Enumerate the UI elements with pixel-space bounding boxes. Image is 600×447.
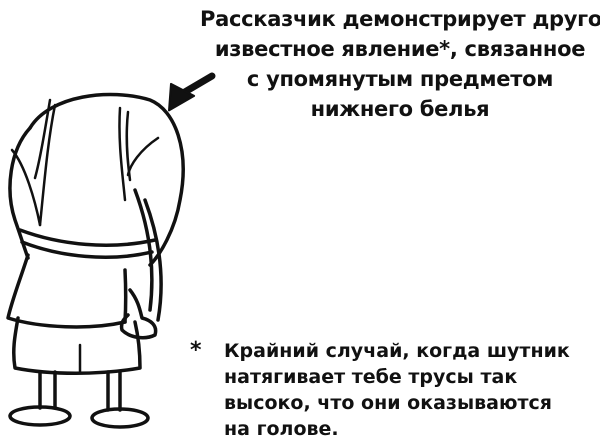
caption-line: известное явление*, связанное <box>214 37 586 61</box>
caption-line: нижнего белья <box>310 97 490 121</box>
body-icon <box>6 253 158 429</box>
footnote-line: высоко, что они оказываются <box>224 392 552 414</box>
asterisk-icon: * <box>190 338 202 363</box>
underpants-head-icon <box>8 92 185 322</box>
footnote-line: Крайний случай, когда шутник <box>224 340 570 362</box>
footnote-line: натягивает тебе трусы так <box>224 366 518 388</box>
caption-line: Рассказчик демонстрирует другое <box>200 7 600 31</box>
caption-line: с упомянутым предметом <box>246 67 554 91</box>
footnote-line: на голове. <box>224 418 339 440</box>
arrow-icon <box>168 72 216 112</box>
caption: Рассказчик демонстрирует другое известно… <box>200 4 600 124</box>
illustration <box>0 60 240 443</box>
footnote: * Крайний случай, когда шутник натягивае… <box>190 338 590 442</box>
